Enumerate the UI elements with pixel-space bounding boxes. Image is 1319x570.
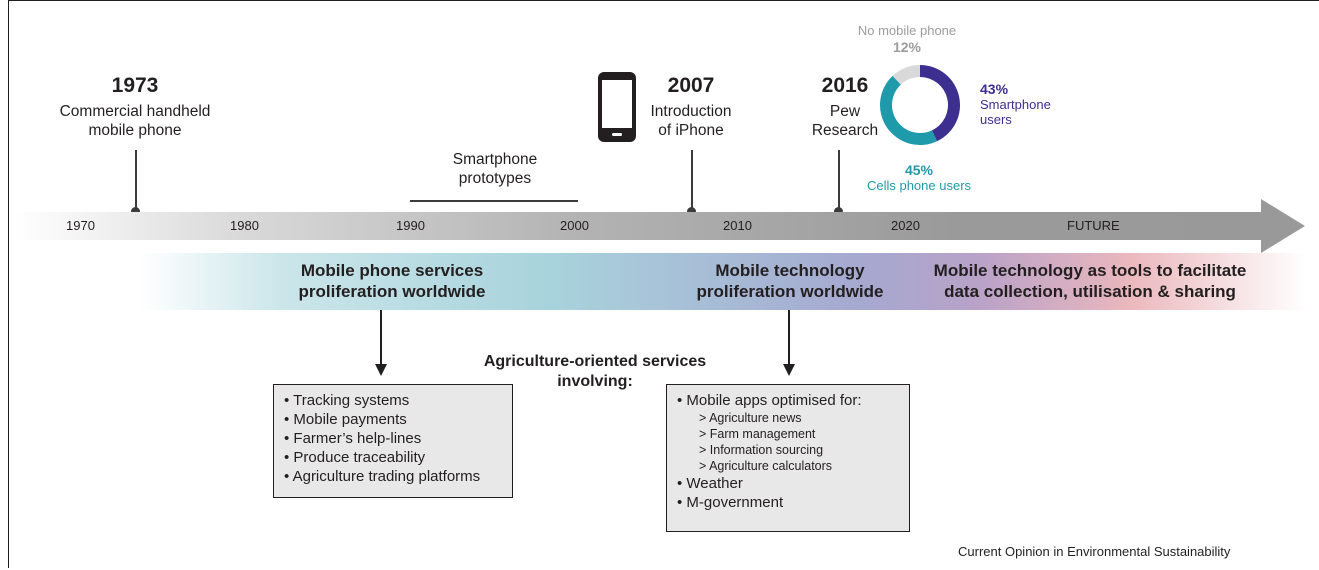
list-item: • M-government <box>677 494 784 511</box>
services-heading-line1: Agriculture-oriented services <box>483 353 707 370</box>
proliferation-band <box>140 253 1306 310</box>
no-phone-pct: 12% <box>892 39 922 55</box>
event-2016-marker <box>834 207 843 216</box>
tick-2010: 2010 <box>723 218 752 233</box>
no-phone-text: No mobile phone <box>857 23 957 38</box>
services-heading-line2: involving: <box>557 373 633 390</box>
event-year: 2016 <box>821 74 869 97</box>
list-item: • Farmer’s help-lines <box>284 430 422 447</box>
band-line2: proliferation worldwide <box>298 282 486 301</box>
down-arrow-right-head <box>783 364 795 376</box>
band-label-services: Mobile phone services proliferation worl… <box>262 260 522 302</box>
source-caption: Current Opinion in Environmental Sustain… <box>958 544 1231 559</box>
donut-slice-cell <box>880 75 938 145</box>
event-desc-line1: Introduction <box>650 103 732 120</box>
list-subitem: > Information sourcing <box>699 443 824 457</box>
band-label-tools: Mobile technology as tools to facilitate… <box>905 260 1275 302</box>
band-line1: Mobile technology as tools to facilitate <box>933 261 1247 280</box>
prototypes-span <box>410 200 578 202</box>
prototypes-label: Smartphone prototypes <box>420 150 570 188</box>
list-subitem: > Farm management <box>699 427 816 441</box>
cell-users-label: 45% Cells phone users <box>854 162 984 194</box>
list-item: • Tracking systems <box>284 392 410 409</box>
event-desc-line2: mobile phone <box>88 122 182 139</box>
down-arrow-left-line <box>380 310 382 366</box>
phone-usage-donut <box>880 65 960 145</box>
tick-1980: 1980 <box>230 218 259 233</box>
event-2016: 2016 Pew Research <box>800 74 890 140</box>
list-item: • Mobile apps optimised for: <box>677 392 862 409</box>
timeline-arrow-head <box>1261 199 1305 253</box>
tick-1990: 1990 <box>396 218 425 233</box>
cell-text: Cells phone users <box>866 178 972 193</box>
band-label-technology: Mobile technology proliferation worldwid… <box>670 260 910 302</box>
services-box-left: • Tracking systems • Mobile payments • F… <box>273 384 513 498</box>
donut-slice-smartphone <box>920 65 960 142</box>
event-desc-line1: Pew <box>829 103 861 120</box>
tick-2020: 2020 <box>891 218 920 233</box>
tick-future: FUTURE <box>1067 218 1120 233</box>
event-2007-connector <box>691 150 693 212</box>
cell-pct: 45% <box>904 162 934 178</box>
list-item: • Mobile payments <box>284 411 407 428</box>
event-2007-marker <box>687 207 696 216</box>
list-item: • Agriculture trading platforms <box>284 468 481 485</box>
list-item: • Produce traceability <box>284 449 426 466</box>
figure-frame <box>8 0 1319 568</box>
list-item: • Weather <box>677 475 743 492</box>
event-year: 1973 <box>111 74 159 97</box>
donut-slice-no-phone <box>892 65 920 85</box>
list-subitem: > Agriculture news <box>699 411 802 425</box>
down-arrow-right-line <box>788 310 790 366</box>
event-1973-connector <box>135 150 137 212</box>
band-line2: proliferation worldwide <box>696 282 884 301</box>
down-arrow-left-head <box>375 364 387 376</box>
event-desc-line2: of iPhone <box>658 122 724 139</box>
smartphone-text-line1: Smartphone <box>980 97 1051 112</box>
timeline-arrow-body <box>14 212 1269 240</box>
event-desc-line1: Commercial handheld <box>59 103 211 120</box>
services-box-right: • Mobile apps optimised for: > Agricultu… <box>666 384 910 532</box>
tick-1970: 1970 <box>66 218 95 233</box>
band-line2: data collection, utilisation & sharing <box>944 282 1236 301</box>
list-subitem: > Agriculture calculators <box>699 459 833 473</box>
smartphone-pct: 43% <box>980 81 1009 97</box>
smartphone-text-line2: users <box>980 112 1012 127</box>
event-1973-marker <box>131 207 140 216</box>
event-desc-line2: Research <box>811 122 879 139</box>
tick-2000: 2000 <box>560 218 589 233</box>
smartphone-icon <box>596 70 638 149</box>
smartphone-users-label: 43% Smartphone users <box>980 81 1051 128</box>
prototypes-line2: prototypes <box>458 170 532 187</box>
event-2016-connector <box>838 150 840 212</box>
event-year: 2007 <box>667 74 715 97</box>
prototypes-line1: Smartphone <box>452 151 538 168</box>
event-1973: 1973 Commercial handheld mobile phone <box>50 74 220 140</box>
no-phone-label: No mobile phone 12% <box>842 23 972 55</box>
services-heading: Agriculture-oriented services involving: <box>445 352 745 392</box>
band-line1: Mobile phone services <box>300 261 484 280</box>
band-line1: Mobile technology <box>715 261 865 280</box>
event-2007: 2007 Introduction of iPhone <box>626 74 756 140</box>
